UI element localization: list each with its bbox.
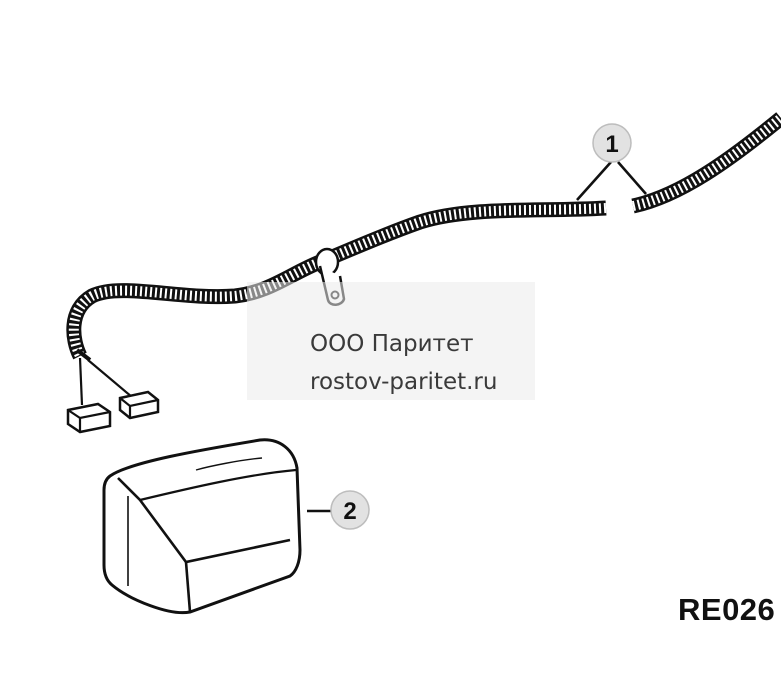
callout-1: 1: [576, 123, 647, 201]
wire-harness: [66, 112, 781, 434]
watermark-company: ООО Паритет: [310, 331, 474, 357]
cover-housing: [102, 438, 302, 615]
callout-2-number: 2: [343, 498, 356, 525]
connector-right: [118, 390, 160, 420]
figure-code: RE026: [678, 592, 776, 627]
watermark-url: rostov-paritet.ru: [310, 369, 498, 395]
callout-2: 2: [307, 490, 370, 530]
connector-left: [66, 402, 112, 434]
harness-conduit-right-segment: [631, 112, 781, 214]
callout-1-number: 1: [605, 131, 618, 158]
watermark-box: [247, 282, 535, 400]
